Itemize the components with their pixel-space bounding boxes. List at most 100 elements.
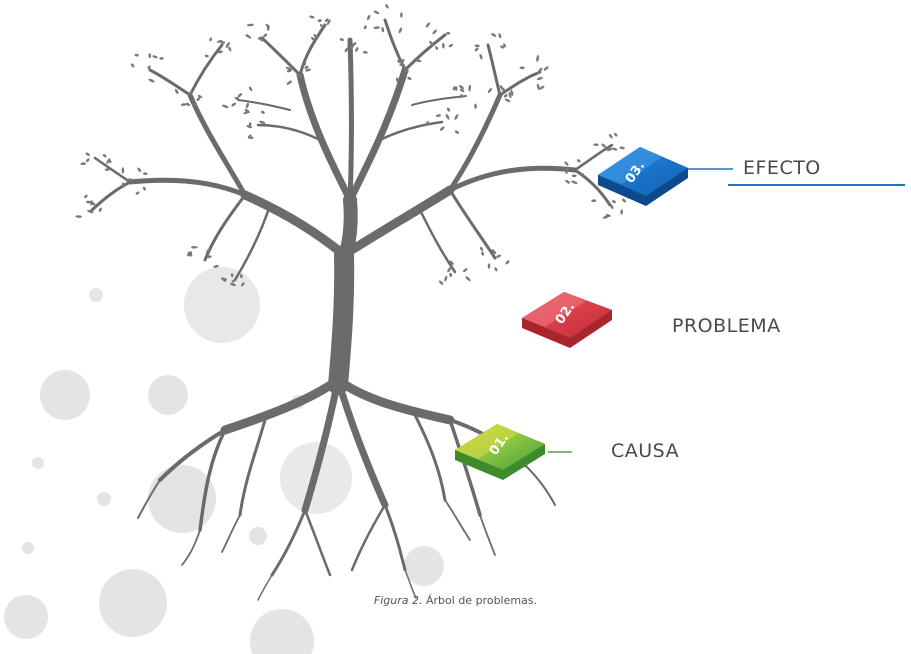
leaf [86,200,92,204]
leaf [398,27,403,34]
leaf [326,19,331,26]
leaf [246,23,254,27]
leaf [579,173,584,176]
leaf [310,36,316,42]
leaf [458,85,465,90]
leaf [491,33,497,37]
leaf [373,26,380,30]
leaf [452,86,456,91]
leaf [185,102,191,107]
leaf [130,63,135,68]
causa-label: CAUSA [611,440,680,462]
leaf [496,254,502,258]
leaf [445,113,450,120]
leaf [239,274,243,278]
leaf [612,200,616,204]
leaf [614,132,618,137]
leaf [159,57,164,60]
leaf [148,78,155,83]
leaf [438,280,444,285]
leaf [435,114,441,117]
leaf [454,114,459,120]
leaf [305,68,311,72]
leaf [248,86,253,92]
leaf [206,248,211,254]
leaf [448,43,453,48]
background-bubbles [4,267,444,654]
leaf [197,94,203,99]
leaf [536,76,544,81]
leaf [244,108,250,114]
leaf [519,66,525,70]
leaf [500,45,505,49]
leaf [537,67,543,73]
leaf [591,199,597,203]
leaf [137,167,142,173]
leaf [508,91,512,99]
leaf [220,277,227,281]
leaf [191,245,198,249]
leaf [87,209,94,214]
leaf [479,53,483,60]
leaf [622,198,626,203]
leaf [248,122,252,127]
leaf [459,88,465,93]
leaf [98,207,102,212]
leaf [571,180,578,185]
leaf [606,147,613,152]
leaf [385,3,389,9]
leaf [449,272,453,277]
leaf [608,133,613,139]
leaf [395,77,399,83]
leaf [432,29,437,35]
leaf [174,88,179,95]
leaf [504,98,511,103]
leaf [220,41,226,45]
leaf [498,33,502,39]
efecto-label: EFECTO [743,157,821,179]
leaf [494,267,498,272]
leaf [134,53,139,57]
leaf [213,264,219,268]
leaf [619,146,625,150]
leaf [400,58,405,65]
leaf [85,152,91,156]
leaf [75,215,82,218]
leaf [266,25,270,31]
leaf [217,40,223,43]
leaf [209,37,213,42]
leaf [536,54,540,62]
leaf [324,18,329,22]
leaf [605,214,611,217]
leaf [503,94,508,98]
leaf [339,38,344,42]
leaf [577,159,581,163]
leaf [491,249,497,255]
leaf [399,63,405,67]
leaf [80,162,87,166]
leaf [245,102,249,109]
badge-02 [522,292,612,348]
leaf [187,90,193,96]
leaf [152,55,158,59]
leaf [564,161,569,166]
leaf [196,97,201,102]
leaf [143,172,148,176]
tree-leaves [75,3,626,287]
leaf [246,125,253,129]
leaf [465,276,471,282]
caption-figure-number: Figura 2. [373,594,423,607]
leaf [424,120,429,127]
leaf [245,34,252,39]
leaf [234,97,240,101]
leaf [249,136,254,140]
leaf [217,50,223,54]
leaf [400,12,403,18]
leaf [221,104,229,109]
leaf [487,88,493,93]
badge-01 [455,424,545,480]
leaf [228,46,232,52]
leaf [206,255,212,259]
